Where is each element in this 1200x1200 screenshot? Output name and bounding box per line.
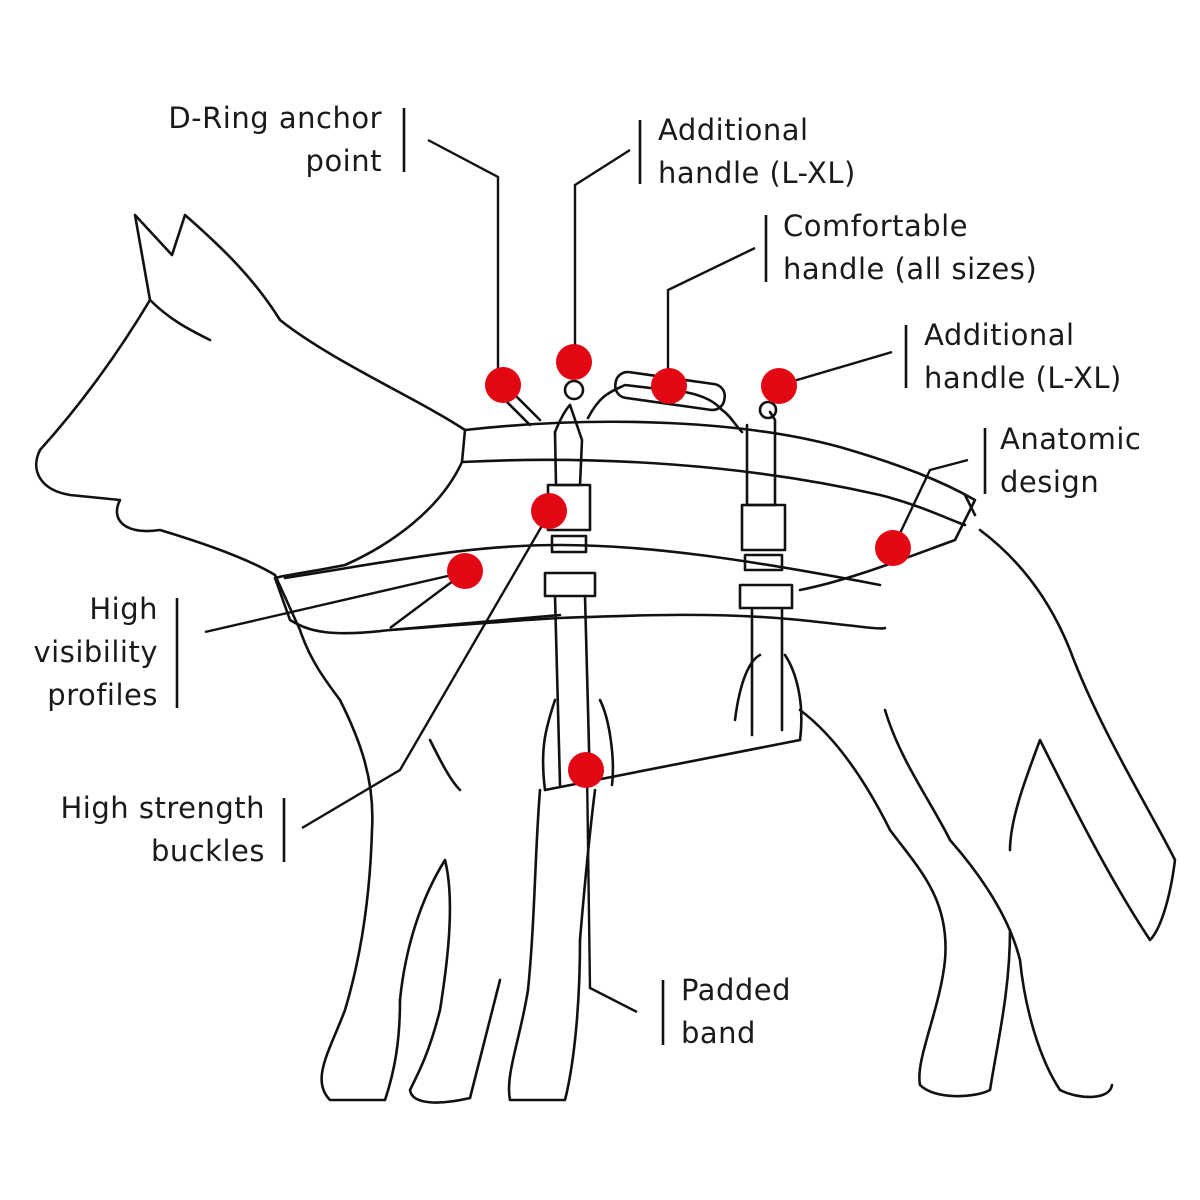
dot-additional-handle-front (556, 344, 592, 380)
label-line: Padded (681, 973, 792, 1007)
label-line: handle (L-XL) (658, 156, 856, 190)
dog-outline (34, 213, 1177, 1104)
dot-d-ring (485, 367, 521, 403)
label-high-visibility: High visibility profiles (34, 588, 159, 717)
label-line: buckles (150, 834, 265, 868)
leader-additional-handle-front (573, 148, 631, 360)
label-d-ring: D-Ring anchor point (168, 97, 382, 183)
label-line: Additional (658, 113, 809, 147)
label-bars (175, 108, 987, 1045)
label-line: Comfortable (783, 209, 969, 243)
label-high-strength-buckles: High strength buckles (60, 787, 265, 873)
label-comfortable-handle: Comfortable handle (all sizes) (783, 205, 1037, 291)
dot-high-strength-buckles (531, 493, 567, 529)
leader-padded-band (585, 769, 638, 1014)
dot-high-visibility (447, 553, 483, 589)
label-line: band (681, 1016, 756, 1050)
label-padded-band: Padded band (681, 969, 791, 1055)
leader-lines (204, 138, 969, 1014)
label-line: handle (all sizes) (783, 252, 1038, 286)
label-line: Additional (924, 318, 1075, 352)
leader-comfortable-handle (666, 246, 756, 385)
label-line: handle (L-XL) (924, 361, 1122, 395)
harness-vest (273, 420, 977, 792)
label-line: point (305, 144, 382, 178)
straps (498, 370, 794, 787)
leader-d-ring (427, 138, 500, 382)
callout-dots (447, 344, 911, 788)
dot-anatomic-design (875, 530, 911, 566)
label-line: D-Ring anchor (168, 101, 382, 135)
label-anatomic-design: Anatomic design (1000, 418, 1141, 504)
label-line: design (1000, 465, 1100, 499)
leader-anatomic-design (891, 458, 969, 549)
label-line: High (89, 592, 158, 626)
label-line: visibility (33, 635, 158, 669)
dot-padded-band (568, 752, 604, 788)
leader-high-visibility (204, 570, 466, 634)
leader-additional-handle-rear (779, 350, 893, 387)
label-line: Anatomic (1000, 422, 1142, 456)
label-additional-handle-rear: Additional handle (L-XL) (924, 314, 1122, 400)
label-additional-handle-front: Additional handle (L-XL) (658, 109, 856, 195)
label-line: High strength (60, 791, 265, 825)
label-line: profiles (47, 678, 158, 712)
dot-comfortable-handle (651, 368, 687, 404)
dot-additional-handle-rear (761, 368, 797, 404)
leader-high-strength-buckles (301, 511, 552, 830)
